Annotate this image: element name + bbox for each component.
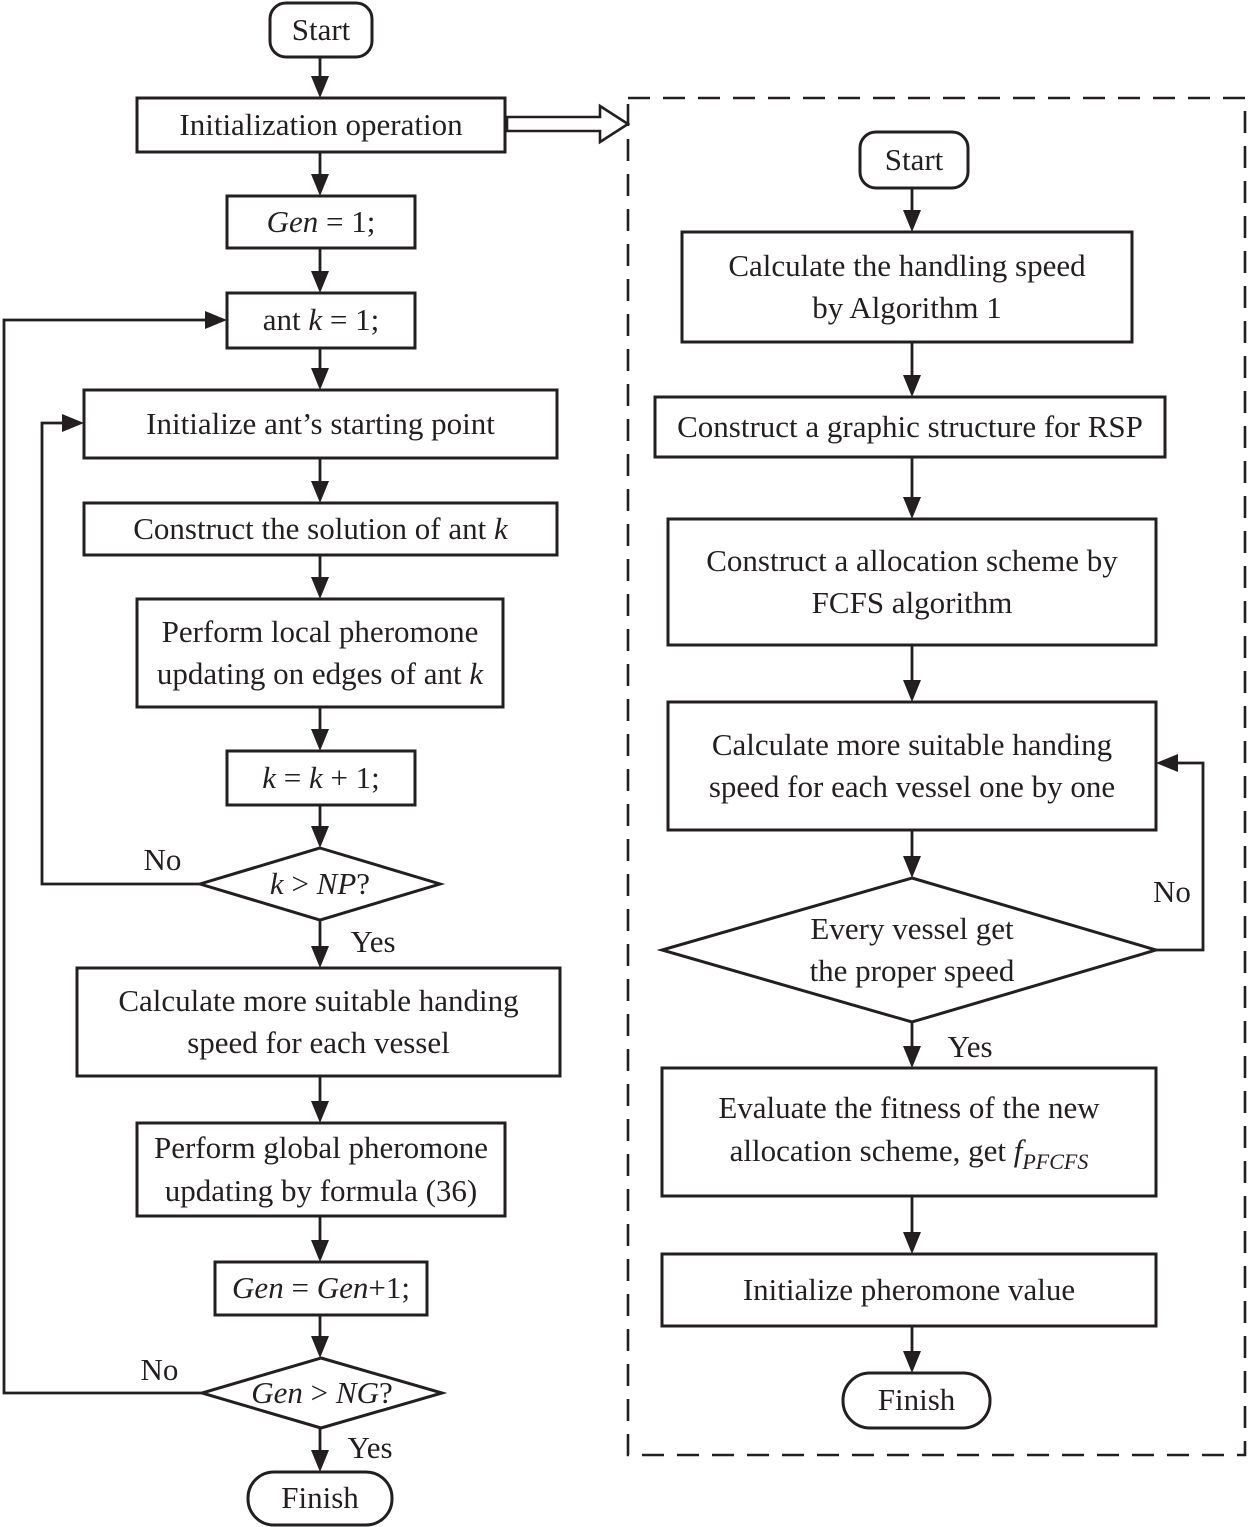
right-calc-more-label: Calculate more suitable handing speed fo… [708,726,1116,804]
right-finish-label: Finish [877,1382,956,1418]
left-calc-handing-label: Calculate more suitable handing speed fo… [118,982,519,1060]
left-perform-local-label: Perform local pheromone updating on edge… [156,613,484,691]
right-decision-vessel-no-label: No [1153,873,1191,909]
left-decision-ng-label: Gen > NG? [251,1374,393,1410]
left-calc-handing-node [75,966,562,1078]
left-start-label: Start [291,11,351,47]
left-outer-no-loop-line [2,318,205,1395]
left-init-operation-label: Initialization operation [179,106,463,142]
left-ant-init-label: ant k = 1; [262,302,380,338]
left-construct-solution-label: Construct the solution of ant k [133,510,508,546]
right-graphic-structure-node [653,395,1167,459]
left-finish-label: Finish [281,1480,359,1516]
initialization-link-arrow-icon [505,103,631,145]
right-decision-vessel-yes-label: Yes [947,1028,993,1064]
left-perform-global-label: Perform global pheromone updating by for… [153,1130,489,1208]
left-decision-np-no-label: No [143,841,182,877]
left-decision-ng-no-label: No [140,1351,179,1387]
right-init-pheromone-label: Initialize pheromone value [742,1271,1076,1307]
left-init-ant-point-label: Initialize ant’s starting point [146,405,495,441]
right-calc-speed-label: Calculate the handling speed by Algorith… [728,247,1086,325]
left-k-increment-label: k = k + 1; [262,759,380,795]
left-decision-np-yes-label: Yes [350,923,396,959]
right-evaluate-node [660,1066,1158,1198]
left-decision-np-label: k > NP? [269,865,371,901]
right-init-pheromone-node [660,1252,1158,1328]
left-gen-init-label: Gen = 1; [266,203,376,239]
right-finish-node [841,1371,992,1430]
left-gen-increment-label: Gen = Gen+1; [232,1270,410,1306]
right-fcfs-label: Construct a allocation scheme by FCFS al… [706,542,1118,620]
right-graphic-structure-label: Construct a graphic structure for RSP [677,408,1143,444]
right-start-node [858,130,970,190]
right-start-label: Start [884,141,944,177]
left-decision-ng-yes-label: Yes [347,1429,393,1465]
dashed-region-border [626,96,1247,1457]
right-no-loop-line [1156,761,1205,952]
arrowheads [62,76,1178,1472]
right-calc-speed-node [680,230,1134,344]
right-evaluate-label: Evaluate the fitness of the new allocati… [718,1090,1100,1174]
right-decision-vessel-label: Every vessel get the proper speed [809,910,1015,988]
left-inner-no-loop-line [40,421,200,886]
